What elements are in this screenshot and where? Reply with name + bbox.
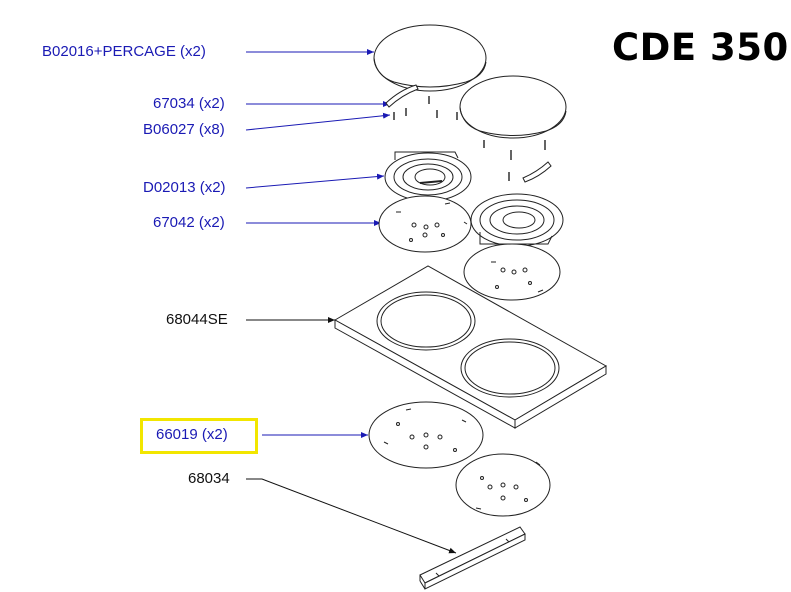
hotplate-top-right bbox=[459, 75, 567, 139]
heating-element-right bbox=[470, 193, 564, 247]
clip-left bbox=[385, 84, 419, 108]
leader-b06027 bbox=[245, 112, 391, 131]
leader-lines bbox=[245, 49, 457, 554]
disc-66019-upper bbox=[368, 401, 484, 469]
top-plate-68044se bbox=[333, 265, 607, 429]
pins bbox=[393, 96, 546, 181]
hotplate-top-left bbox=[373, 24, 487, 92]
disc-67042-left bbox=[378, 195, 472, 253]
part-label-b02016[interactable]: B02016+PERCAGE (x2) bbox=[42, 43, 206, 60]
clip-right bbox=[522, 161, 552, 183]
leader-d02013 bbox=[245, 173, 385, 189]
part-label-d02013[interactable]: D02013 (x2) bbox=[143, 179, 226, 196]
part-label-b06027[interactable]: B06027 (x8) bbox=[143, 121, 225, 138]
part-label-68034[interactable]: 68034 bbox=[188, 470, 230, 487]
heating-element-left bbox=[384, 151, 472, 202]
model-title: CDE 350 bbox=[612, 26, 789, 69]
highlight-box bbox=[140, 418, 258, 454]
part-label-67042[interactable]: 67042 (x2) bbox=[153, 214, 225, 231]
part-label-68044se[interactable]: 68044SE bbox=[166, 311, 228, 328]
part-label-67034[interactable]: 67034 (x2) bbox=[153, 95, 225, 112]
support-rail-68034 bbox=[419, 526, 526, 590]
part-label-66019[interactable]: 66019 (x2) bbox=[156, 426, 228, 443]
leader-68034 bbox=[246, 478, 457, 554]
parts-drawing bbox=[333, 24, 607, 590]
disc-67042-right bbox=[463, 243, 561, 301]
disc-66019-lower bbox=[455, 453, 551, 517]
